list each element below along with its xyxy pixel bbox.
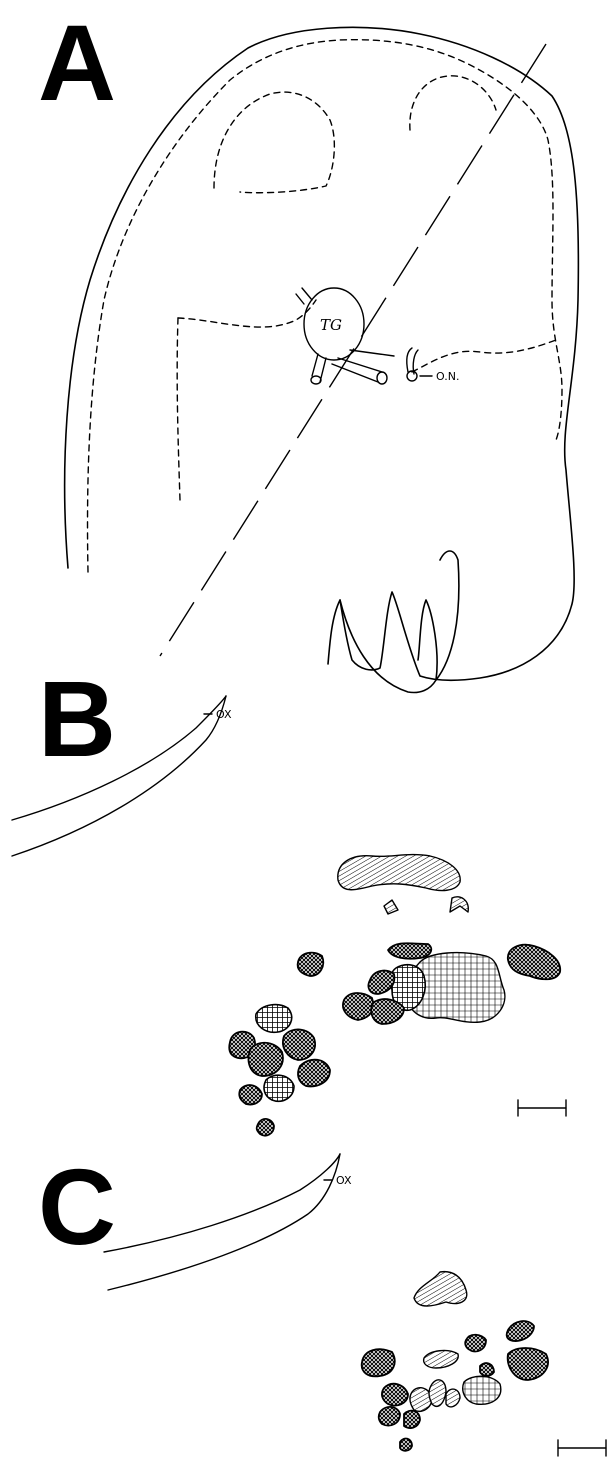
panel-c-letter: C	[38, 1146, 116, 1267]
panel-b-blob-cluster-1	[368, 971, 394, 994]
panel-c-ox-label: OX	[336, 1174, 352, 1187]
panel-c-blob-top	[414, 1272, 467, 1306]
panel-c-blob-12	[379, 1407, 400, 1426]
panel-b: B OX	[12, 658, 566, 1136]
panel-a-upper-lobe-dashed	[214, 92, 334, 193]
panel-c-blob-13	[404, 1411, 420, 1428]
panel-b-blob-left-2	[256, 1005, 292, 1033]
panel-a-body-outline	[65, 27, 579, 680]
panel-c-blob-10	[429, 1380, 446, 1407]
panel-a-letter: A	[38, 2, 116, 123]
panel-b-blob-right	[508, 945, 560, 980]
panel-b-blob-top	[338, 855, 460, 891]
panel-b-blob-left-8	[257, 1119, 274, 1136]
panel-a-lower-lobe	[340, 600, 437, 693]
panel-a-middle-dashed	[178, 300, 316, 327]
panel-a: A TG O.N.	[38, 2, 578, 693]
panel-a-right-middle-dashed	[412, 340, 556, 372]
panel-c-blob-8	[382, 1384, 408, 1406]
panel-c-ox-upper	[104, 1154, 340, 1252]
panel-a-nerve-right-end	[377, 372, 387, 384]
panel-c-blob-7	[463, 1376, 501, 1404]
panel-c-blob-14	[400, 1439, 412, 1451]
panel-c-blob-6	[480, 1363, 494, 1376]
panel-c-blob-4	[507, 1321, 534, 1341]
panel-a-nerve-upper	[296, 288, 312, 304]
panel-b-blob-cluster-3	[371, 999, 404, 1024]
panel-c-blob-11	[446, 1389, 460, 1407]
panel-b-ox-label: OX	[216, 708, 232, 721]
panel-b-blob-small-2	[450, 897, 468, 912]
panel-b-blob-cluster-2	[343, 993, 373, 1020]
panel-b-blob-left-5	[298, 1060, 330, 1087]
panel-a-nerve-right	[332, 358, 382, 382]
panel-a-nerve-left-end	[311, 376, 321, 384]
panel-b-blob-left-6	[264, 1075, 294, 1101]
panel-a-lower-lobe-right	[436, 551, 459, 680]
panel-b-blob-small-1	[384, 900, 398, 914]
panel-a-left-vertical-dashed	[177, 318, 180, 500]
panel-c-blob-5	[508, 1348, 548, 1380]
panel-b-blob-left-4	[283, 1029, 315, 1060]
panel-b-letter: B	[38, 658, 116, 779]
panel-a-nerve-mid	[350, 350, 394, 356]
panel-c: C OX	[38, 1146, 606, 1456]
panel-c-blob-3	[465, 1335, 486, 1352]
panel-a-inner-dashed-outline	[88, 40, 562, 572]
panel-a-tg-label: TG	[320, 316, 342, 334]
panel-c-blob-2	[424, 1351, 459, 1368]
panel-c-blob-1	[362, 1349, 395, 1376]
panel-b-blob-left-3	[249, 1043, 283, 1076]
panel-a-upper-right-dashed	[410, 76, 496, 130]
panel-b-blob-left-small	[298, 953, 324, 976]
panel-b-blob-upper-mid	[388, 943, 431, 959]
panel-a-on-label: O.N.	[436, 370, 459, 383]
panel-c-scale-bar	[558, 1440, 606, 1456]
panel-b-blob-left-7	[239, 1085, 262, 1104]
panel-b-scale-bar	[518, 1100, 566, 1116]
